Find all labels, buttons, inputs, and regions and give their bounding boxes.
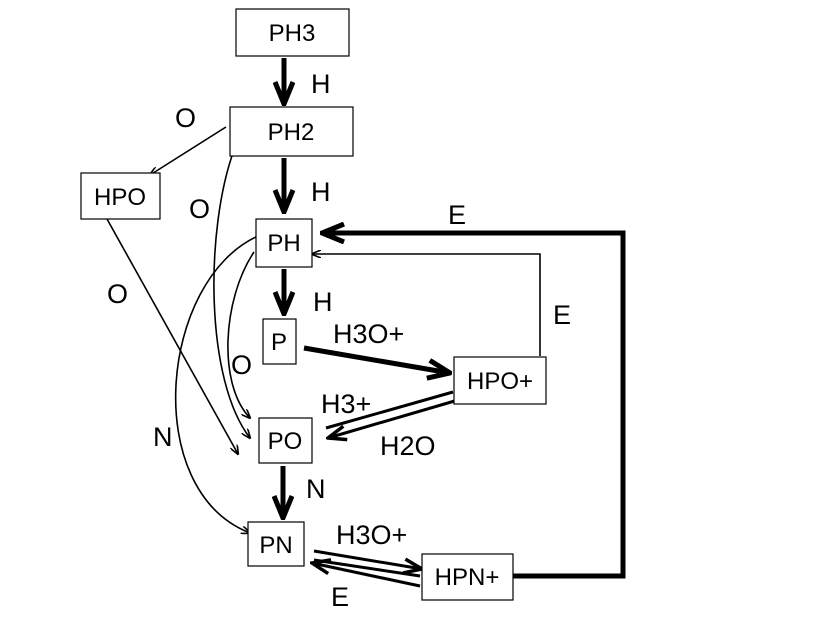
- arrow-hpn-plus-pn: [312, 563, 421, 588]
- node-p: P: [262, 318, 297, 365]
- node-hpn-plus: HPN+: [421, 553, 514, 601]
- svg-text:HPO: HPO: [94, 184, 146, 211]
- svg-text:PH3: PH3: [269, 20, 316, 47]
- svg-text:P: P: [271, 329, 287, 356]
- svg-text:PN: PN: [259, 532, 292, 559]
- label-ph2-hpo: O: [175, 103, 196, 133]
- arrow-ph-po: [227, 251, 255, 418]
- label-p-hpo-plus: H3O+: [333, 319, 404, 349]
- node-ph: PH: [255, 218, 313, 268]
- label-ph2-po: O: [189, 194, 210, 224]
- svg-text:HPO+: HPO+: [467, 368, 533, 395]
- label-hpo-plus-ph: E: [553, 300, 571, 330]
- label-hpo-po: O: [107, 279, 128, 309]
- svg-text:PH: PH: [267, 230, 300, 257]
- label-hpn-plus-ph: E: [448, 200, 466, 230]
- arrow-hpo-plus-ph: [312, 254, 541, 356]
- node-hpo-plus: HPO+: [453, 356, 547, 405]
- label-po-hpo-plus: H2O: [380, 431, 436, 461]
- label-ph3-ph2: H: [311, 69, 331, 99]
- label-hpn-plus-pn: E: [331, 582, 349, 612]
- label-po-pn: N: [306, 474, 326, 504]
- arrow-p-hpo-plus: [303, 345, 450, 373]
- label-ph-pn: N: [153, 422, 173, 452]
- label-ph-po: O: [231, 350, 252, 380]
- label-pn-hpn-plus: H3O+: [336, 520, 407, 550]
- label-hpo-plus-po: H3+: [321, 389, 371, 419]
- node-po: PO: [258, 417, 313, 464]
- label-ph-p: H: [313, 287, 333, 317]
- svg-text:PH2: PH2: [268, 119, 315, 146]
- svg-text:HPN+: HPN+: [435, 564, 500, 591]
- arrow-ph2-hpo: [150, 126, 227, 175]
- node-hpo: HPO: [80, 172, 161, 220]
- arrow-ph-pn: [174, 235, 259, 533]
- arrow-pn-hpn-plus: [313, 549, 422, 578]
- svg-text:PO: PO: [268, 428, 303, 455]
- node-ph2: PH2: [229, 106, 354, 157]
- label-ph2-ph: H: [311, 177, 331, 207]
- arrow-hpo-po: [106, 218, 238, 454]
- node-pn: PN: [247, 521, 305, 567]
- node-ph3: PH3: [235, 8, 350, 57]
- arrow-hpn-plus-ph: [322, 233, 626, 579]
- arrow-ph2-po: [213, 149, 250, 438]
- arrow-hpo-plus-po: [326, 390, 459, 438]
